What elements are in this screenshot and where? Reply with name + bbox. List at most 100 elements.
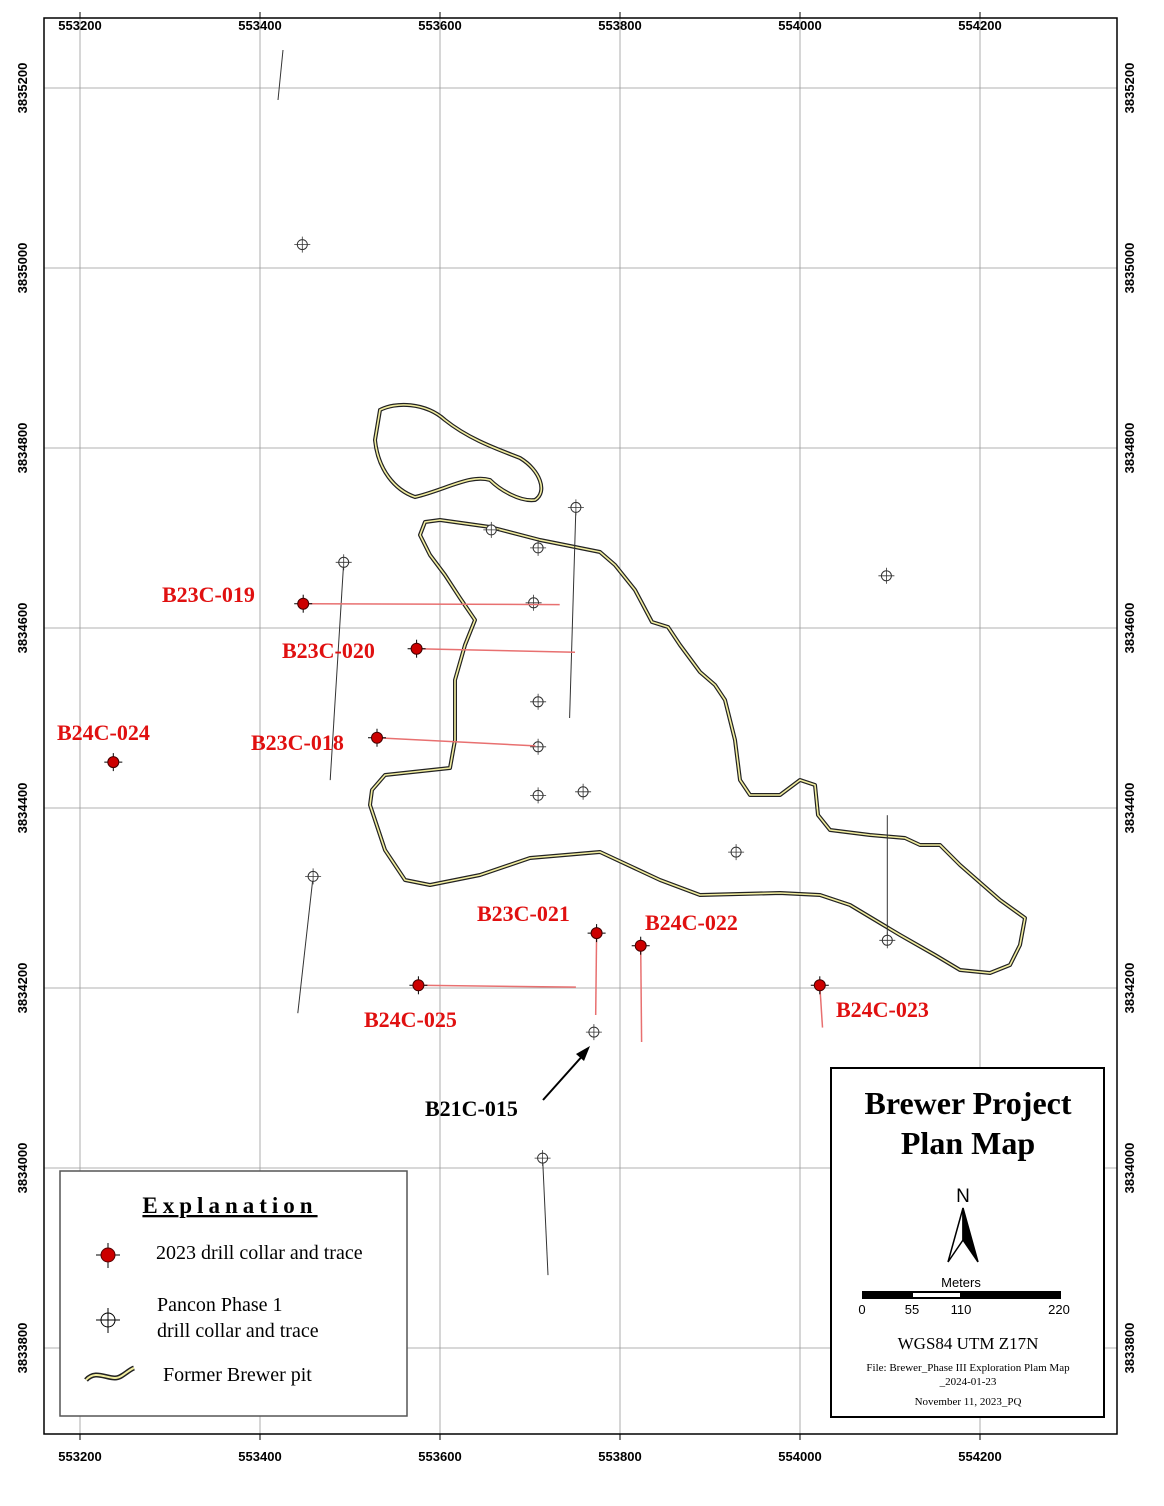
tick-label-easting-top: 553800 xyxy=(598,18,641,33)
red-collar-icon xyxy=(96,1243,120,1268)
tick-label-northing-left: 3834600 xyxy=(15,603,30,654)
label-B24C-024: B24C-024 xyxy=(57,720,150,745)
tick-label-easting-top: 553200 xyxy=(58,18,101,33)
title-block: Brewer Project Plan Map N Meters 0 55 11… xyxy=(830,1067,1105,1418)
drill-trace-B24C-025 xyxy=(418,984,576,988)
pancon-collar-icon xyxy=(530,738,547,755)
axis-tick-labels: 5532005532005534005534005536005536005538… xyxy=(15,18,1137,1464)
scale-bar xyxy=(862,1291,1061,1299)
drill-collar-B24C-023 xyxy=(810,976,829,995)
file-line2: _2024-01-23 xyxy=(939,1376,997,1388)
drill-trace-B24C-022 xyxy=(639,945,643,1043)
pancon-trace xyxy=(329,562,345,781)
pancon-trace-offmap xyxy=(277,49,284,101)
pancon-collar-icon xyxy=(483,521,500,538)
drill-collar-B23C-021 xyxy=(587,924,606,943)
drill-trace-B23C-019 xyxy=(303,602,560,606)
drill-trace-B23C-018 xyxy=(376,737,536,747)
drill-collar-B24C-022 xyxy=(631,936,650,955)
pancon-trace xyxy=(542,1158,549,1276)
tick-label-easting-top: 554200 xyxy=(958,18,1001,33)
label-B23C-018: B23C-018 xyxy=(251,730,344,755)
tick-label-northing-left: 3834400 xyxy=(15,783,30,834)
drillholes-2023 xyxy=(104,594,829,1043)
date: November 11, 2023_PQ xyxy=(915,1396,1022,1408)
pancon-collar-icon xyxy=(530,539,547,556)
map-frame xyxy=(43,17,1118,1435)
file-line1: File: Brewer_Phase III Exploration Plam … xyxy=(866,1362,1070,1374)
tick-label-easting-top: 553600 xyxy=(418,18,461,33)
legend-item-2023: 2023 drill collar and trace xyxy=(156,1242,363,1264)
tick-label-northing-right: 3834000 xyxy=(1122,1143,1137,1194)
label-B23C-019: B23C-019 xyxy=(162,582,255,607)
coordinate-grid xyxy=(44,12,1117,1440)
tick-label-northing-right: 3834800 xyxy=(1122,423,1137,474)
scale-tick-220: 220 xyxy=(1048,1302,1070,1317)
pancon-collar-icon xyxy=(530,787,547,804)
tick-label-northing-right: 3833800 xyxy=(1122,1323,1137,1374)
drill-collar-B23C-020 xyxy=(407,639,426,658)
scale-unit: Meters xyxy=(941,1275,981,1290)
legend-item-pancon-line1: Pancon Phase 1 xyxy=(157,1294,283,1316)
tick-label-easting-bottom: 553800 xyxy=(598,1449,641,1464)
tick-label-northing-right: 3834400 xyxy=(1122,783,1137,834)
scale-tick-55: 55 xyxy=(905,1302,919,1317)
pancon-collar-icon xyxy=(575,783,592,800)
arrow-icon xyxy=(542,1046,590,1101)
pancon-trace xyxy=(569,507,577,719)
tick-label-northing-left: 3834000 xyxy=(15,1143,30,1194)
drill-collar-B23C-018 xyxy=(368,728,386,747)
tick-label-northing-left: 3834800 xyxy=(15,423,30,474)
pancon-trace xyxy=(297,876,314,1014)
label-B23C-021: B23C-021 xyxy=(477,901,570,926)
projection: WGS84 UTM Z17N xyxy=(898,1334,1039,1353)
pancon-collar-icon xyxy=(294,236,311,253)
pancon-drillholes xyxy=(294,236,896,1276)
label-B23C-020: B23C-020 xyxy=(282,638,375,663)
scale-tick-110: 110 xyxy=(951,1302,972,1317)
north-arrow-icon xyxy=(947,1207,979,1263)
legend-item-pancon-line2: drill collar and trace xyxy=(157,1320,319,1342)
pancon-collar-icon xyxy=(530,693,547,710)
pancon-collar-icon xyxy=(567,499,584,516)
tick-label-easting-bottom: 554000 xyxy=(778,1449,821,1464)
legend: Explanation 2023 drill collar and trace … xyxy=(59,1170,408,1417)
tick-label-easting-top: 553400 xyxy=(238,18,281,33)
tick-label-easting-bottom: 553400 xyxy=(238,1449,281,1464)
former-brewer-pit xyxy=(368,402,1027,975)
pancon-collar-icon xyxy=(534,1150,551,1167)
tick-label-northing-left: 3835000 xyxy=(15,243,30,294)
label-B24C-022: B24C-022 xyxy=(645,910,738,935)
label-B24C-023: B24C-023 xyxy=(836,997,929,1022)
north-label: N xyxy=(956,1186,970,1207)
tick-label-northing-right: 3834200 xyxy=(1122,963,1137,1014)
tick-label-easting-top: 554000 xyxy=(778,18,821,33)
tick-label-northing-left: 3835200 xyxy=(15,63,30,114)
tick-label-easting-bottom: 554200 xyxy=(958,1449,1001,1464)
pancon-collar-icon xyxy=(96,1308,120,1333)
legend-item-pit: Former Brewer pit xyxy=(163,1364,312,1386)
tick-label-easting-bottom: 553600 xyxy=(418,1449,461,1464)
pancon-collar-icon xyxy=(335,554,352,571)
pit-line-icon xyxy=(84,1365,136,1382)
pancon-collar-icon xyxy=(585,1024,602,1041)
tick-label-northing-right: 3835200 xyxy=(1122,63,1137,114)
legend-title: Explanation xyxy=(142,1193,317,1218)
pancon-collar-icon xyxy=(879,932,896,949)
pancon-collar-icon xyxy=(305,868,322,885)
drill-collar-B24C-025 xyxy=(409,976,428,995)
drill-trace-B23C-020 xyxy=(416,647,576,654)
scale-tick-0: 0 xyxy=(858,1302,865,1317)
title-line1: Brewer Project xyxy=(865,1085,1072,1121)
pancon-collar-icon xyxy=(525,594,542,611)
drill-collar-B24C-024 xyxy=(104,753,123,772)
title-line2: Plan Map xyxy=(901,1125,1035,1161)
tick-label-northing-right: 3835000 xyxy=(1122,243,1137,294)
pancon-collar-icon xyxy=(878,567,895,584)
tick-label-easting-bottom: 553200 xyxy=(58,1449,101,1464)
label-B24C-025: B24C-025 xyxy=(364,1007,457,1032)
pancon-collar-icon xyxy=(728,844,745,861)
tick-label-northing-left: 3834200 xyxy=(15,963,30,1014)
drill-trace-B23C-021 xyxy=(594,933,598,1016)
